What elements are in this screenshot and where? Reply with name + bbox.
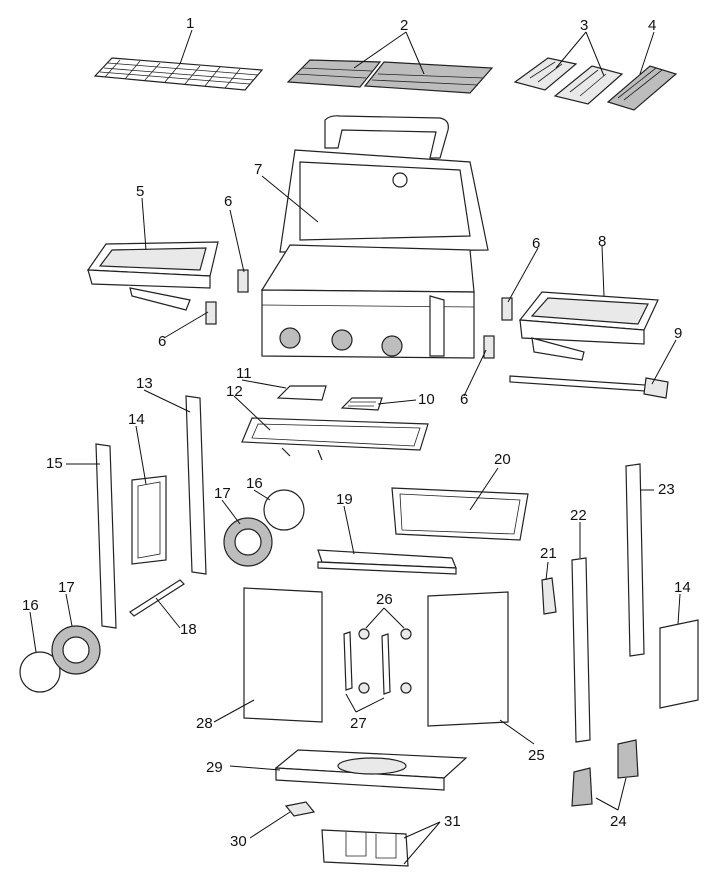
callout-19: 19	[336, 491, 353, 508]
callout-8: 8	[598, 233, 606, 250]
callout-15: 15	[46, 455, 63, 472]
part-door-handles	[343, 628, 412, 695]
part-hinge-brackets	[205, 269, 513, 359]
part-right-rear-leg	[625, 463, 645, 657]
part-heat-plate	[606, 65, 678, 111]
part-left-door	[243, 587, 323, 723]
callout-26: 26	[376, 591, 393, 608]
part-leg-feet	[571, 739, 639, 807]
callout-1: 1	[186, 15, 194, 32]
callout-18: 18	[180, 621, 197, 638]
callout-28: 28	[196, 715, 213, 732]
callout-14b: 14	[674, 579, 691, 596]
callout-24: 24	[610, 813, 627, 830]
callout-17a: 17	[214, 485, 231, 502]
callout-16a: 16	[246, 475, 263, 492]
part-grill-head	[260, 115, 489, 359]
part-rod	[509, 375, 669, 399]
part-left-side-shelf	[86, 241, 219, 311]
callout-17b: 17	[58, 579, 75, 596]
callout-16b: 16	[22, 597, 39, 614]
part-wheel-lower	[51, 625, 101, 675]
callout-22: 22	[570, 507, 587, 524]
part-tray-cover	[276, 385, 327, 401]
callout-6a: 6	[224, 193, 232, 210]
callout-31: 31	[444, 813, 461, 830]
part-right-side-panel	[659, 619, 699, 709]
callout-25: 25	[528, 747, 545, 764]
callout-27: 27	[350, 715, 367, 732]
part-tank-bracket	[284, 801, 316, 817]
callout-11: 11	[236, 365, 252, 382]
leader-lines	[29, 29, 681, 865]
callout-6c: 6	[532, 235, 540, 252]
callout-4: 4	[648, 17, 656, 34]
callout-12: 12	[226, 383, 243, 400]
part-wheel-cap-upper	[263, 489, 305, 531]
callout-13: 13	[136, 375, 153, 392]
callout-14a: 14	[128, 411, 145, 428]
callout-30: 30	[230, 833, 247, 850]
part-left-front-leg	[95, 443, 117, 629]
callout-21: 21	[540, 545, 557, 562]
part-cooking-grates	[286, 59, 494, 94]
callout-23: 23	[658, 481, 675, 498]
part-grease-cup	[340, 397, 383, 411]
callout-5: 5	[136, 183, 144, 200]
part-flame-tamers	[513, 57, 624, 105]
callout-3: 3	[580, 17, 588, 34]
callout-20: 20	[494, 451, 511, 468]
part-warming-rack	[93, 57, 264, 91]
callout-29: 29	[206, 759, 223, 776]
part-tank-holder	[321, 829, 409, 867]
part-right-side-shelf	[518, 291, 659, 361]
part-axle	[129, 579, 185, 617]
part-grease-tray	[241, 417, 429, 461]
part-bottom-shelf	[274, 749, 468, 791]
callout-9: 9	[674, 325, 682, 342]
part-wheel-cap-lower	[19, 651, 61, 693]
callout-6d: 6	[460, 391, 468, 408]
callout-labels: 1 2 3 4 5 6 6 6 6 7 8 9 10 11 12 13 14 1…	[22, 15, 691, 850]
part-left-side-panel	[131, 475, 167, 565]
part-wheel-upper	[223, 517, 273, 567]
part-front-crossbar	[317, 549, 457, 575]
part-right-door	[427, 591, 509, 727]
callout-2: 2	[400, 17, 408, 34]
part-left-rear-leg	[185, 395, 207, 575]
part-latch	[541, 577, 557, 615]
part-back-panel	[391, 487, 529, 541]
callout-10: 10	[418, 391, 435, 408]
callout-6b: 6	[158, 333, 166, 350]
part-right-front-leg	[571, 557, 591, 743]
callout-7: 7	[254, 161, 262, 178]
